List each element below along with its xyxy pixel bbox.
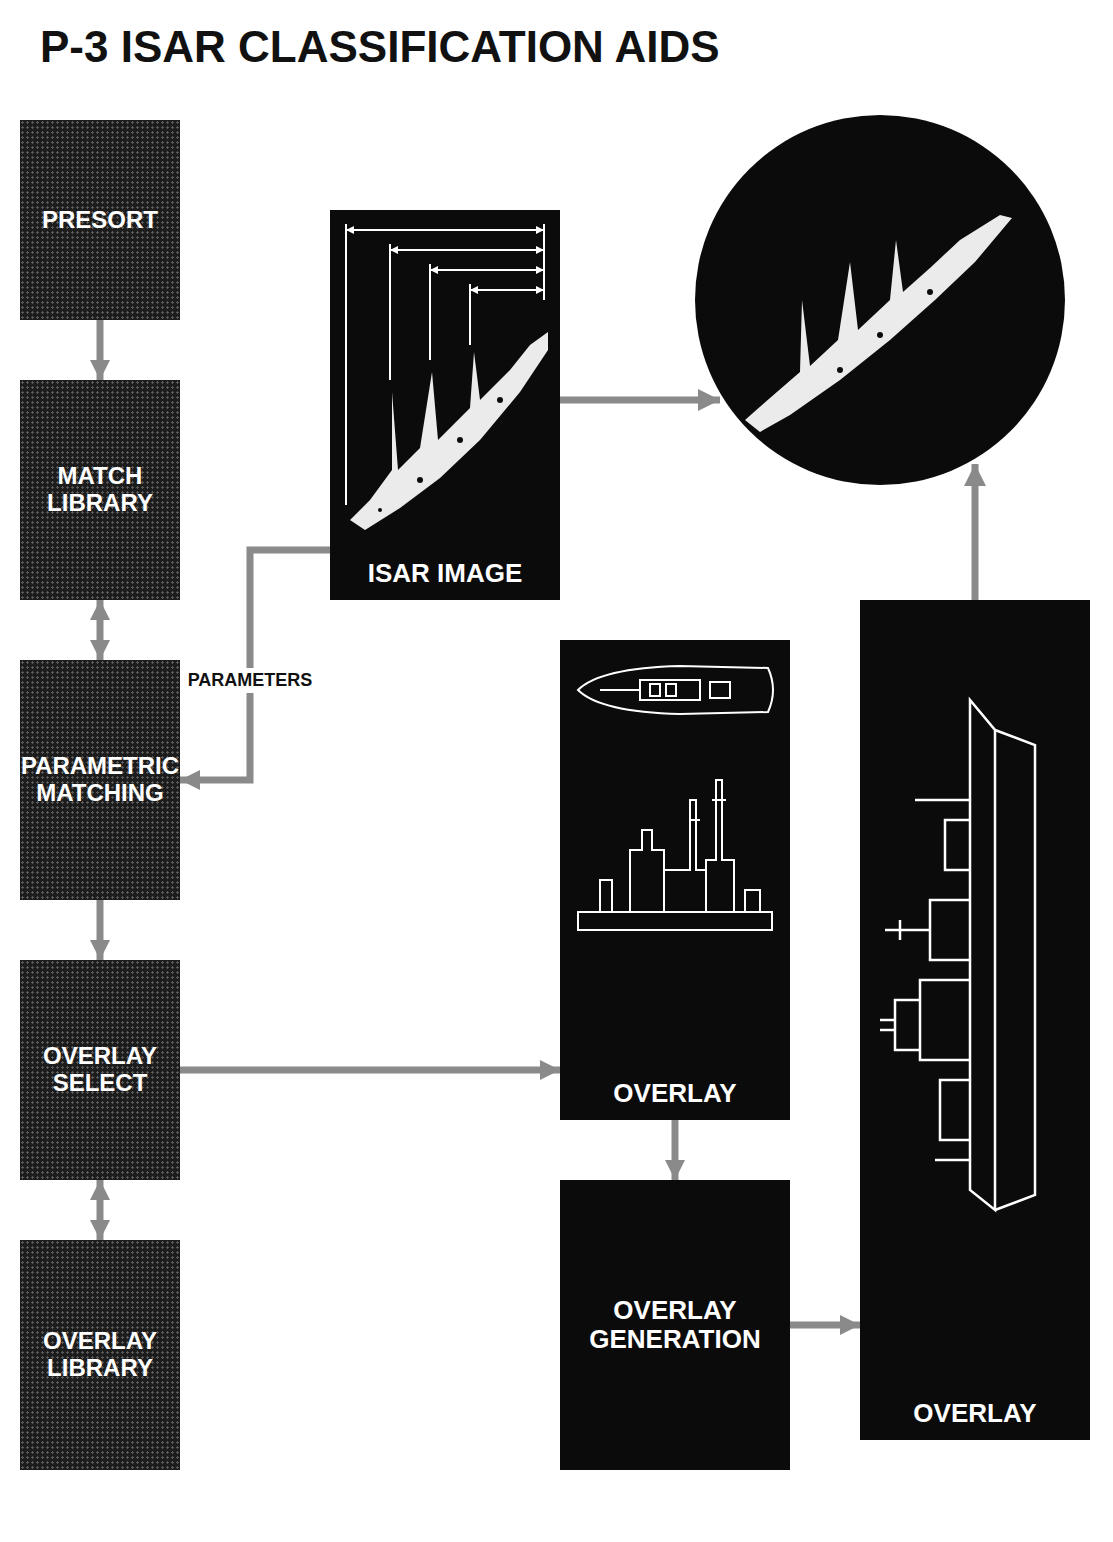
flow-arrow xyxy=(180,1067,560,1074)
flow-arrow xyxy=(97,600,104,660)
box-label: OVERLAY xyxy=(913,1399,1036,1428)
matched-image-circle xyxy=(695,115,1065,485)
overlay-panel: OVERLAY xyxy=(560,640,790,1120)
process-box: PRESORT xyxy=(20,120,180,320)
process-box: OVERLAY GENERATION xyxy=(560,1180,790,1470)
process-box: PARAMETRIC MATCHING xyxy=(20,660,180,900)
edge-label: PARAMETERS xyxy=(184,668,317,693)
box-label: PRESORT xyxy=(42,207,158,234)
box-label: PARAMETRIC MATCHING xyxy=(21,753,179,807)
overlay-panel: OVERLAY xyxy=(860,600,1090,1440)
perspective-overlay-panel xyxy=(860,600,1090,1440)
box-label: OVERLAY SELECT xyxy=(26,1043,174,1097)
flow-arrow xyxy=(97,900,104,960)
two-view-overlay-panel xyxy=(560,640,790,1120)
process-box: OVERLAY SELECT xyxy=(20,960,180,1180)
flow-arrow xyxy=(790,1322,860,1329)
library-box: MATCH LIBRARY xyxy=(20,380,180,600)
flow-arrow xyxy=(180,550,330,780)
display-arrow xyxy=(560,400,975,600)
library-box: OVERLAY LIBRARY xyxy=(20,1240,180,1470)
image-panel: ISAR IMAGE xyxy=(330,210,560,600)
flow-arrow xyxy=(97,1180,104,1240)
flow-arrow xyxy=(672,1120,679,1180)
box-label: OVERLAY GENERATION xyxy=(566,1296,784,1354)
diagram-title: P-3 ISAR CLASSIFICATION AIDS xyxy=(40,22,720,72)
flow-arrow xyxy=(97,320,104,380)
box-label: OVERLAY LIBRARY xyxy=(26,1328,174,1382)
box-label: MATCH LIBRARY xyxy=(26,463,174,517)
box-label: ISAR IMAGE xyxy=(368,559,523,588)
isar-image-panel xyxy=(330,210,560,600)
box-label: OVERLAY xyxy=(613,1079,736,1108)
